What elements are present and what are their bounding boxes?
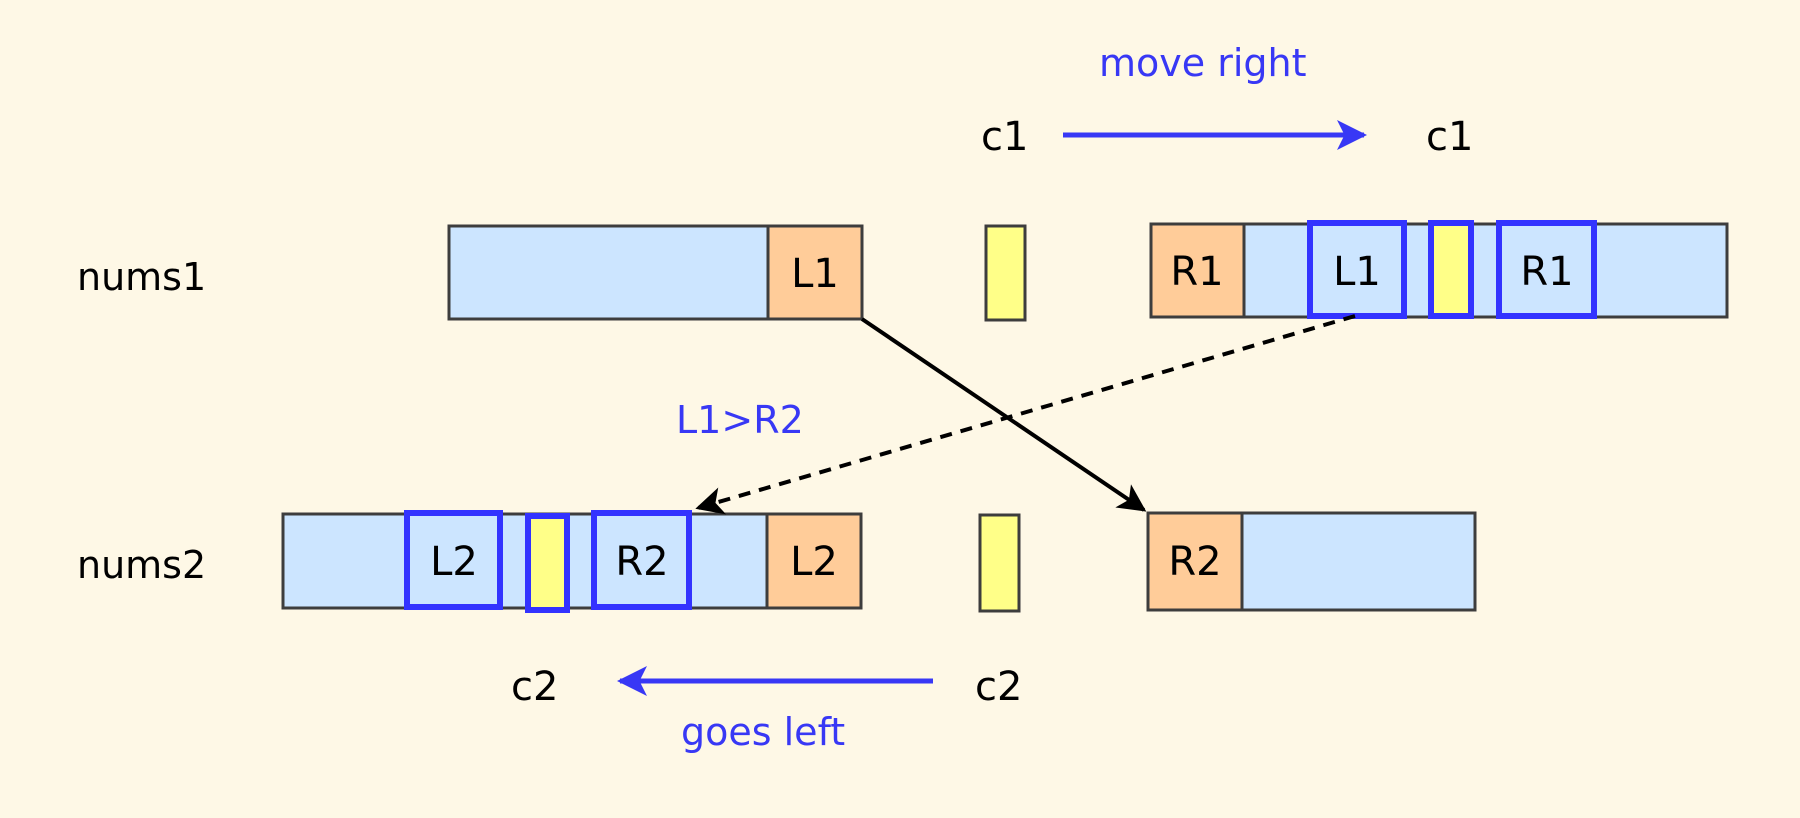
nums1-new-L1-highlight bbox=[1307, 220, 1407, 319]
nums1-R1-text: R1 bbox=[1170, 249, 1223, 295]
nums2-left-segment: L2 L2 R2 bbox=[281, 510, 863, 613]
nums2-new-L2-text: L2 bbox=[430, 539, 478, 585]
nums2-label: nums2 bbox=[77, 543, 206, 587]
nums2-L2-cell bbox=[765, 512, 863, 610]
L1-to-R2-arrow bbox=[860, 317, 1147, 512]
nums2-new-L2-highlight bbox=[404, 510, 503, 610]
nums1-new-cut-marker bbox=[1428, 220, 1474, 319]
nums1-L1-text: L1 bbox=[791, 251, 839, 297]
new-L1-to-new-R2-dashed-arrow bbox=[695, 314, 1356, 515]
goes-left-label: goes left bbox=[681, 710, 845, 754]
c1-before-label: c1 bbox=[981, 114, 1028, 160]
nums1-left-segment: L1 bbox=[447, 224, 864, 321]
nums1-cut-marker bbox=[984, 224, 1027, 322]
nums1-label: nums1 bbox=[77, 255, 206, 299]
nums1-right-array bbox=[1242, 222, 1729, 319]
nums1-new-R1-text: R1 bbox=[1520, 249, 1573, 295]
c2-after-label: c2 bbox=[511, 664, 558, 710]
nums2-R2-text: R2 bbox=[1168, 539, 1221, 585]
nums2-left-array bbox=[281, 512, 863, 610]
nums1-left-array bbox=[447, 224, 770, 321]
nums1-L1-cell bbox=[766, 224, 864, 321]
nums2-cut-marker bbox=[978, 513, 1021, 613]
nums1-right-segment: R1 L1 R1 bbox=[1149, 220, 1729, 319]
nums2-right-array bbox=[1240, 511, 1477, 612]
nums1-R1-cell bbox=[1149, 222, 1246, 319]
nums1-new-L1-text: L1 bbox=[1333, 249, 1381, 295]
nums2-new-cut-marker bbox=[525, 513, 570, 613]
nums2-L2-text: L2 bbox=[790, 539, 838, 585]
c2-before-label: c2 bbox=[975, 664, 1022, 710]
nums2-new-R2-highlight bbox=[591, 510, 692, 610]
c1-after-label: c1 bbox=[1426, 114, 1473, 160]
nums2-R2-cell bbox=[1146, 511, 1244, 612]
move-right-label: move right bbox=[1099, 41, 1307, 85]
nums1-new-R1-highlight bbox=[1496, 220, 1597, 319]
nums2-new-R2-text: R2 bbox=[615, 539, 668, 585]
nums2-right-segment: R2 bbox=[1146, 511, 1477, 612]
condition-label: L1>R2 bbox=[676, 398, 804, 442]
